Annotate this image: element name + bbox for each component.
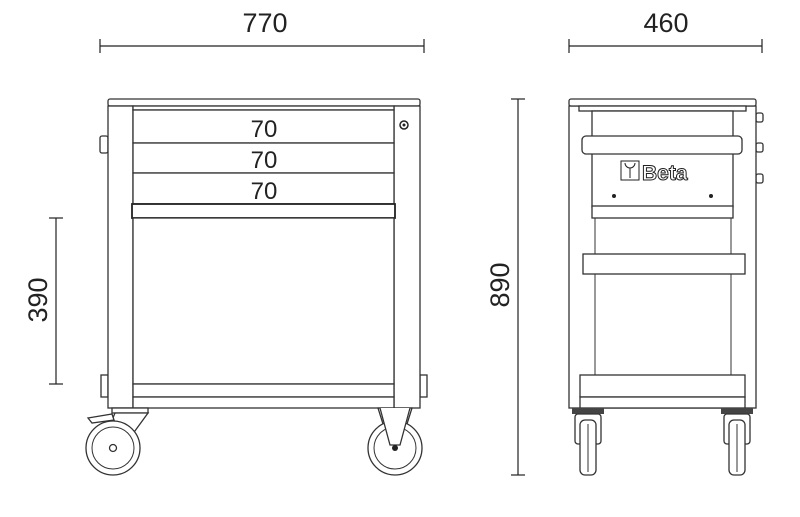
drawer-handle [755,112,764,123]
drawer [132,142,395,174]
screw-icon [612,194,616,198]
drawing-line [402,123,406,127]
drawer-handle [755,142,764,153]
side-view: Beta [568,98,764,476]
depth-label: 460 [643,8,688,38]
drawer-height-label: 70 [251,147,278,174]
side-bumper [100,374,109,398]
dimension-depth: 460 [568,8,763,53]
drawing-line [572,408,604,414]
drawing-line [111,407,149,414]
bottom-shelf [132,383,395,398]
drawer-handle [755,173,764,184]
dimension-lower-height: 390 [23,217,63,385]
base-rail [579,396,746,409]
top-cap [107,98,421,107]
side-bumper [419,374,428,398]
drawer [132,172,395,205]
top-cap [568,98,757,107]
dimension-width: 770 [99,8,425,53]
shelf-band [131,203,396,219]
drawer [132,109,395,144]
braked-caster [85,407,150,476]
drawing-line [86,413,115,424]
caster-right [721,408,753,476]
logo-text: Beta [642,162,688,185]
swivel-caster [367,407,423,476]
lower-compartment [132,217,395,385]
dimension-total-height: 890 [485,98,525,476]
lower-height-label: 390 [23,277,53,322]
left-post [107,105,134,409]
drawer-height-label: 70 [251,178,278,205]
beta-logo: Beta [620,160,688,186]
side-handle [99,135,109,154]
width-label: 770 [242,8,287,38]
total-height-label: 890 [485,262,515,307]
side-handle-bar[interactable] [581,135,743,155]
caster-left [572,408,604,476]
drawing-line [392,445,398,451]
drawing-line [578,105,747,112]
bottom-shelf [579,374,746,398]
screw-icon [709,194,713,198]
right-post [393,105,421,409]
drawing-line [624,162,636,178]
middle-shelf [582,253,746,275]
shelf-band [591,205,734,219]
upper-side-panel [591,110,734,208]
base-rail [132,396,395,409]
drawing-line [721,408,753,414]
drawer-height-label: 70 [251,116,278,143]
front-view: 70 70 70 [85,98,428,476]
drawing-line [108,443,118,453]
drawing-line [91,426,135,470]
